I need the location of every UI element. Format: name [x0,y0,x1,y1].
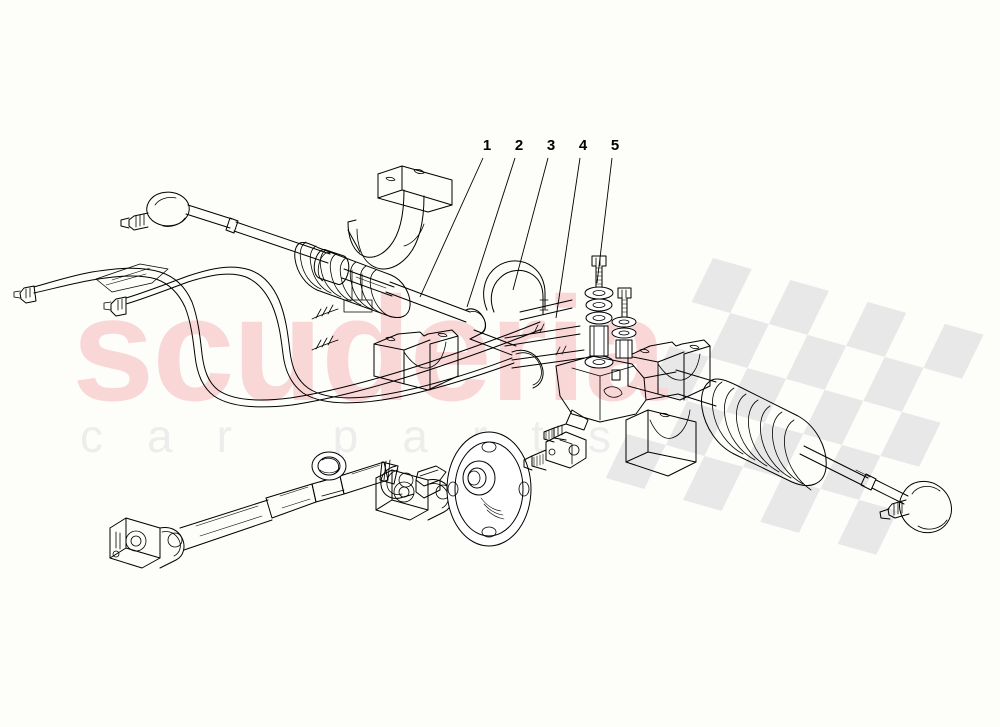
rack-mount-bracket [343,165,453,313]
callout-number-3: 3 [547,137,555,154]
callout-number-2: 2 [515,137,523,154]
pinion-stub-yoke [523,431,587,471]
column-seal-ring [311,451,347,481]
hydraulic-hose-upper [103,266,515,404]
bulkhead-flange-plate [446,431,532,547]
watermark-tagline: car parts [80,410,655,462]
universal-joint-upper [375,465,453,521]
banjo-bolt-lower [611,287,637,359]
callout-number-1: 1 [483,137,491,154]
hose-union-fittings [311,304,339,351]
universal-joint-lower [109,517,185,569]
right-tie-rod-end [799,445,952,534]
pinion-valve-housing [543,355,679,443]
callout-numbers: 1 2 3 4 5 [483,137,619,154]
hose-bracket-left [95,263,169,293]
small-bracket [415,465,447,499]
left-tie-rod-end [120,191,395,297]
callout-number-5: 5 [611,137,619,154]
watermark-brand: scuderia [72,267,668,432]
rack-mount-block-right [627,339,711,401]
callout-number-4: 4 [579,137,588,154]
steering-rack-housing [385,281,544,389]
steering-column-shaft [179,459,399,551]
right-rack-boot [675,369,827,491]
callout-leaders [419,157,613,319]
rack-mount-block-lower [625,409,697,477]
rack-mount-block-left [373,329,459,391]
hydraulic-pipes-center [504,299,585,369]
